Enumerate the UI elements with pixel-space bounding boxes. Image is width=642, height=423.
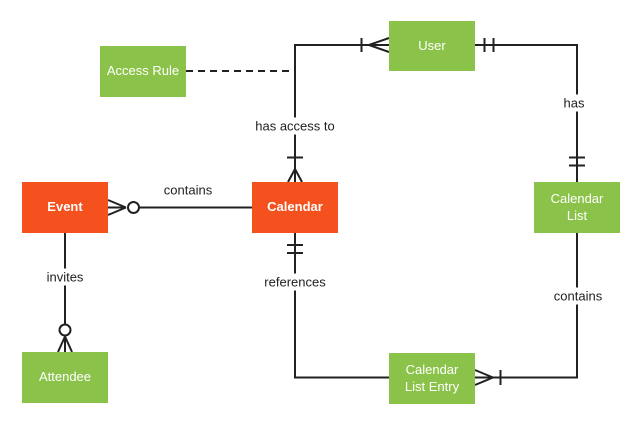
entity-attendee-label: Attendee [38,369,92,385]
entity-access-rule[interactable]: Access Rule [100,46,186,97]
relationship-label-invites: invites [42,268,88,286]
entity-user-label: User [418,37,446,53]
connector-references [287,233,389,379]
entity-calendar-list-entry[interactable]: Calendar List Entry [389,353,475,404]
relationship-label-has: has [559,94,589,112]
relationship-label-has-access-to: has access to [251,117,339,135]
entity-calendar-list-entry-label: Calendar List Entry [404,362,460,394]
entity-attendee[interactable]: Attendee [22,352,108,403]
entity-event[interactable]: Event [22,182,108,233]
entity-access-rule-label: Access Rule [106,63,180,79]
connector-has [475,38,585,182]
entity-calendar-list-label: Calendar List [550,191,604,223]
connector-invites [57,233,73,353]
relationship-label-contains-event: contains [159,181,217,199]
entity-user[interactable]: User [389,21,475,71]
relationship-label-contains-list: contains [549,287,607,305]
relationship-label-references: references [260,273,330,291]
connector-contains-event-calendar [107,199,252,216]
entity-calendar[interactable]: Calendar [252,182,338,233]
entity-event-label: Event [47,199,83,215]
connector-contains-list-entry [474,233,578,386]
entity-calendar-label: Calendar [267,199,323,215]
connector-has-access-to [287,37,390,183]
entity-calendar-list[interactable]: Calendar List [534,182,620,233]
